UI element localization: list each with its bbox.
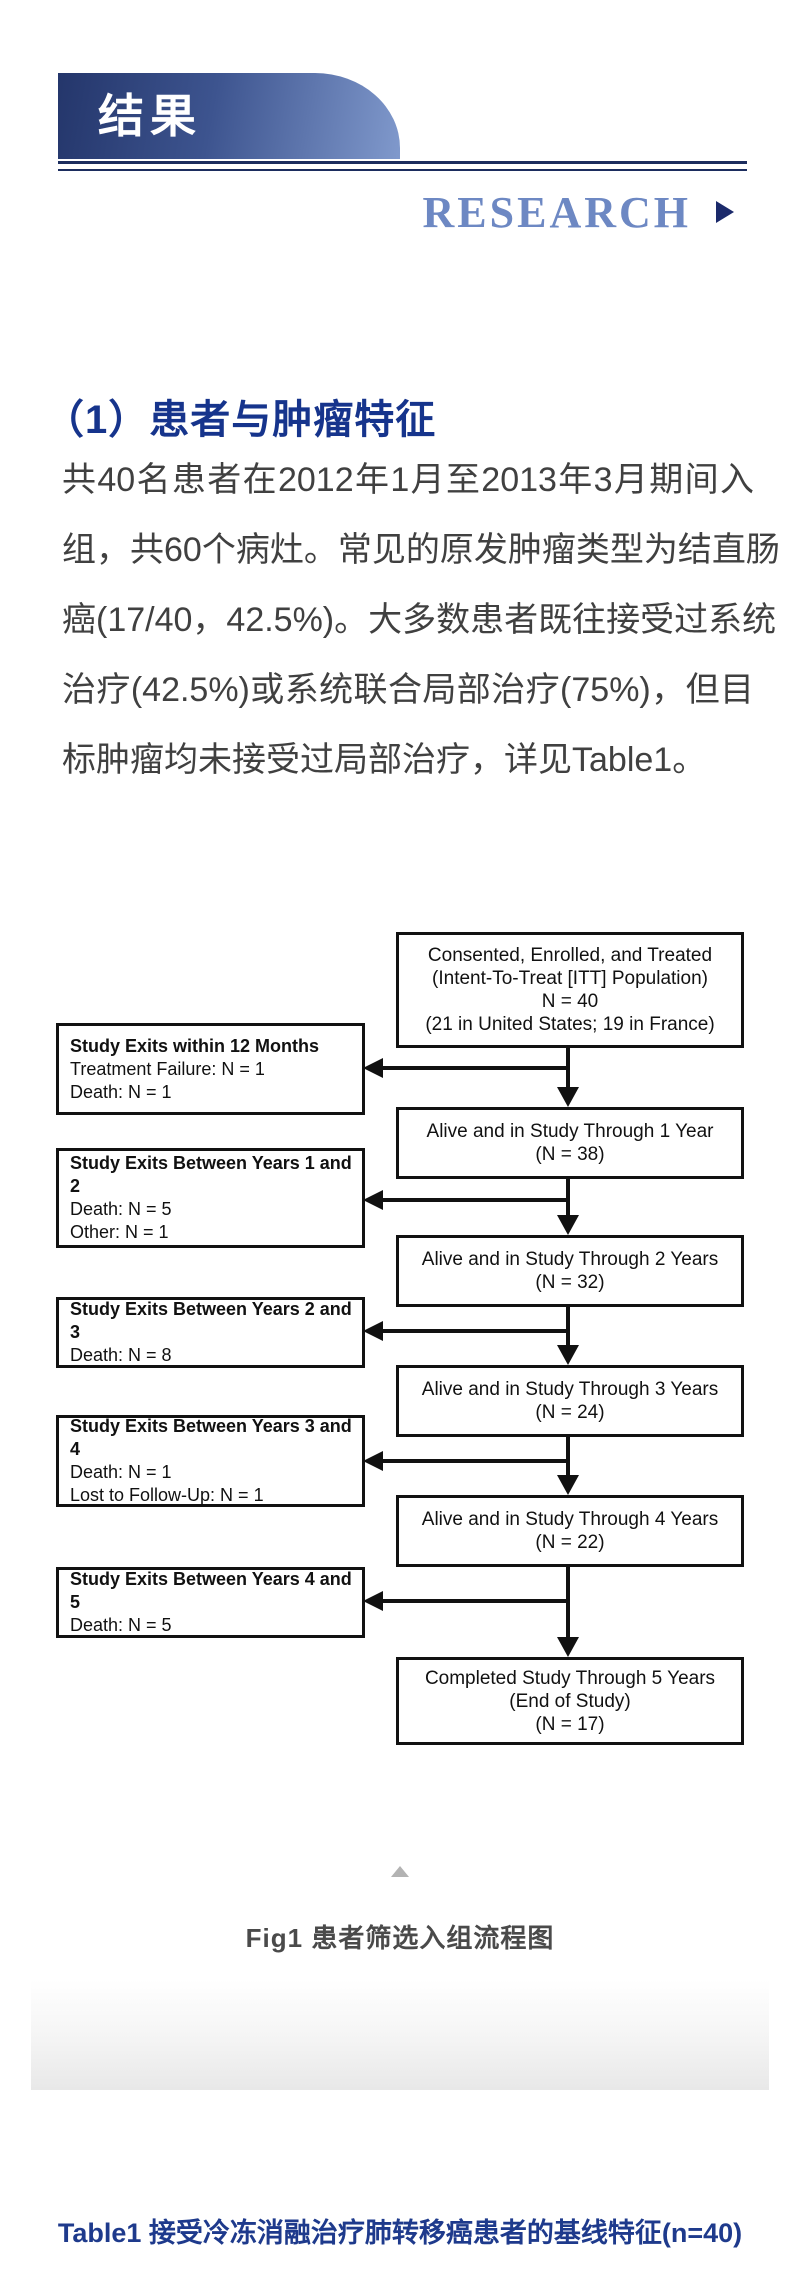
arrow-left-icon <box>363 1058 383 1078</box>
paragraph-line: 共40名患者在2012年1月至2013年3月期间入 <box>62 461 754 499</box>
flow-box-text: Death: N = 5 <box>70 1199 172 1219</box>
flow-box-text: Study Exits Between Years 2 and 3 <box>70 1299 352 1342</box>
paragraph-line: 标肿瘤均未接受过局部治疗，详见Table1。 <box>62 741 707 779</box>
flow-box-main: Completed Study Through 5 Years(End of S… <box>396 1657 744 1745</box>
flow-box-main: Alive and in Study Through 2 Years(N = 3… <box>396 1235 744 1307</box>
flow-box-text: Alive and in Study Through 4 Years <box>421 1509 719 1530</box>
flow-box-main: Alive and in Study Through 4 Years(N = 2… <box>396 1495 744 1567</box>
flow-box-text: Alive and in Study Through 2 Years <box>421 1249 719 1270</box>
flow-box-text: (N = 22) <box>535 1532 605 1553</box>
header-rule-bottom <box>58 169 747 171</box>
flow-box-text: Consented, Enrolled, and Treated <box>427 945 713 966</box>
arrow-down-icon <box>557 1345 579 1365</box>
flow-box-text: Death: N = 1 <box>70 1081 172 1102</box>
flow-box-text: (N = 38) <box>535 1144 605 1165</box>
flow-branch-line <box>383 1066 570 1070</box>
flow-branch-line <box>383 1459 570 1463</box>
flow-box-main: Alive and in Study Through 1 Year(N = 38… <box>396 1107 744 1179</box>
flow-branch-line <box>383 1329 570 1333</box>
flow-box-text: (N = 24) <box>535 1402 605 1423</box>
flow-box-main: Alive and in Study Through 3 Years(N = 2… <box>396 1365 744 1437</box>
body-paragraph: 共40名患者在2012年1月至2013年3月期间入组，共60个病灶。常见的原发肿… <box>62 445 780 795</box>
flow-connector-line <box>566 1437 570 1477</box>
flow-branch-line <box>383 1198 570 1202</box>
arrow-left-icon <box>363 1190 383 1210</box>
flow-box-text: N = 40 <box>541 991 599 1012</box>
flow-box-text: Study Exits Between Years 1 and 2 <box>70 1153 352 1196</box>
paragraph-line: 癌(17/40，42.5%)。大多数患者既往接受过系统 <box>62 601 777 639</box>
play-arrow-icon <box>716 201 734 223</box>
flow-box-text: (21 in United States; 19 in France) <box>425 1014 715 1035</box>
header-rule-top <box>58 161 747 164</box>
flow-connector-line <box>566 1307 570 1347</box>
figure-caption: Fig1 患者筛选入组流程图 <box>245 1923 555 1953</box>
arrow-left-icon <box>363 1321 383 1341</box>
flow-box-text: Death: N = 8 <box>70 1345 172 1365</box>
section-banner-title: 结果 <box>98 91 202 142</box>
flow-box-text: Death: N = 5 <box>70 1615 172 1635</box>
arrow-down-icon <box>557 1475 579 1495</box>
section-divider-band <box>31 1980 769 2090</box>
flow-box-text: Treatment Failure: N = 1 <box>70 1058 265 1079</box>
arrow-down-icon <box>557 1087 579 1107</box>
flow-box-text: Completed Study Through 5 Years <box>424 1667 716 1689</box>
flow-box-text: Study Exits within 12 Months <box>70 1035 320 1056</box>
flow-box-text: Study Exits Between Years 4 and 5 <box>70 1569 352 1612</box>
table-title: Table1 接受冷冻消融治疗肺转移癌患者的基线特征(n=40) <box>57 2218 743 2248</box>
flow-box-text: (N = 32) <box>535 1272 605 1293</box>
arrow-down-icon <box>557 1637 579 1657</box>
flow-box-exit: Study Exits Between Years 3 and 4 Death: … <box>56 1415 365 1507</box>
research-label: RESEARCH <box>422 187 691 237</box>
flow-connector-line <box>566 1567 570 1639</box>
flow-box-text: Alive and in Study Through 1 Year <box>426 1121 714 1142</box>
research-masthead: RESEARCH <box>422 186 734 238</box>
flow-box-text: Study Exits Between Years 3 and 4 <box>70 1416 352 1459</box>
paragraph-line: 治疗(42.5%)或系统联合局部治疗(75%)，但目 <box>62 671 754 709</box>
flow-box-text: (End of Study) <box>509 1690 631 1712</box>
flow-box-exit: Study Exits Between Years 1 and 2 Death: … <box>56 1148 365 1248</box>
flow-branch-line <box>383 1599 570 1603</box>
flow-box-text: Lost to Follow-Up: N = 1 <box>70 1485 264 1505</box>
flow-box-exit: Study Exits Between Years 2 and 3 Death: … <box>56 1297 365 1368</box>
flow-box-text: (Intent-To-Treat [ITT] Population) <box>432 968 708 989</box>
section-banner: 结果 <box>58 73 400 159</box>
flow-box-text: Other: N = 1 <box>70 1222 169 1242</box>
flow-box-text: (N = 17) <box>535 1713 605 1735</box>
flow-box-exit: Study Exits Between Years 4 and 5 Death: … <box>56 1567 365 1638</box>
collapse-figure-icon[interactable] <box>391 1866 409 1877</box>
paragraph-line: 组，共60个病灶。常见的原发肿瘤类型为结直肠 <box>62 531 780 569</box>
flow-box-text: Alive and in Study Through 3 Years <box>421 1379 719 1400</box>
arrow-left-icon <box>363 1591 383 1611</box>
flow-box-main: Consented, Enrolled, and Treated(Intent-… <box>396 932 744 1048</box>
arrow-left-icon <box>363 1451 383 1471</box>
section-heading: （1）患者与肿瘤特征 <box>44 398 437 442</box>
arrow-down-icon <box>557 1215 579 1235</box>
flow-box-text: Death: N = 1 <box>70 1462 172 1482</box>
